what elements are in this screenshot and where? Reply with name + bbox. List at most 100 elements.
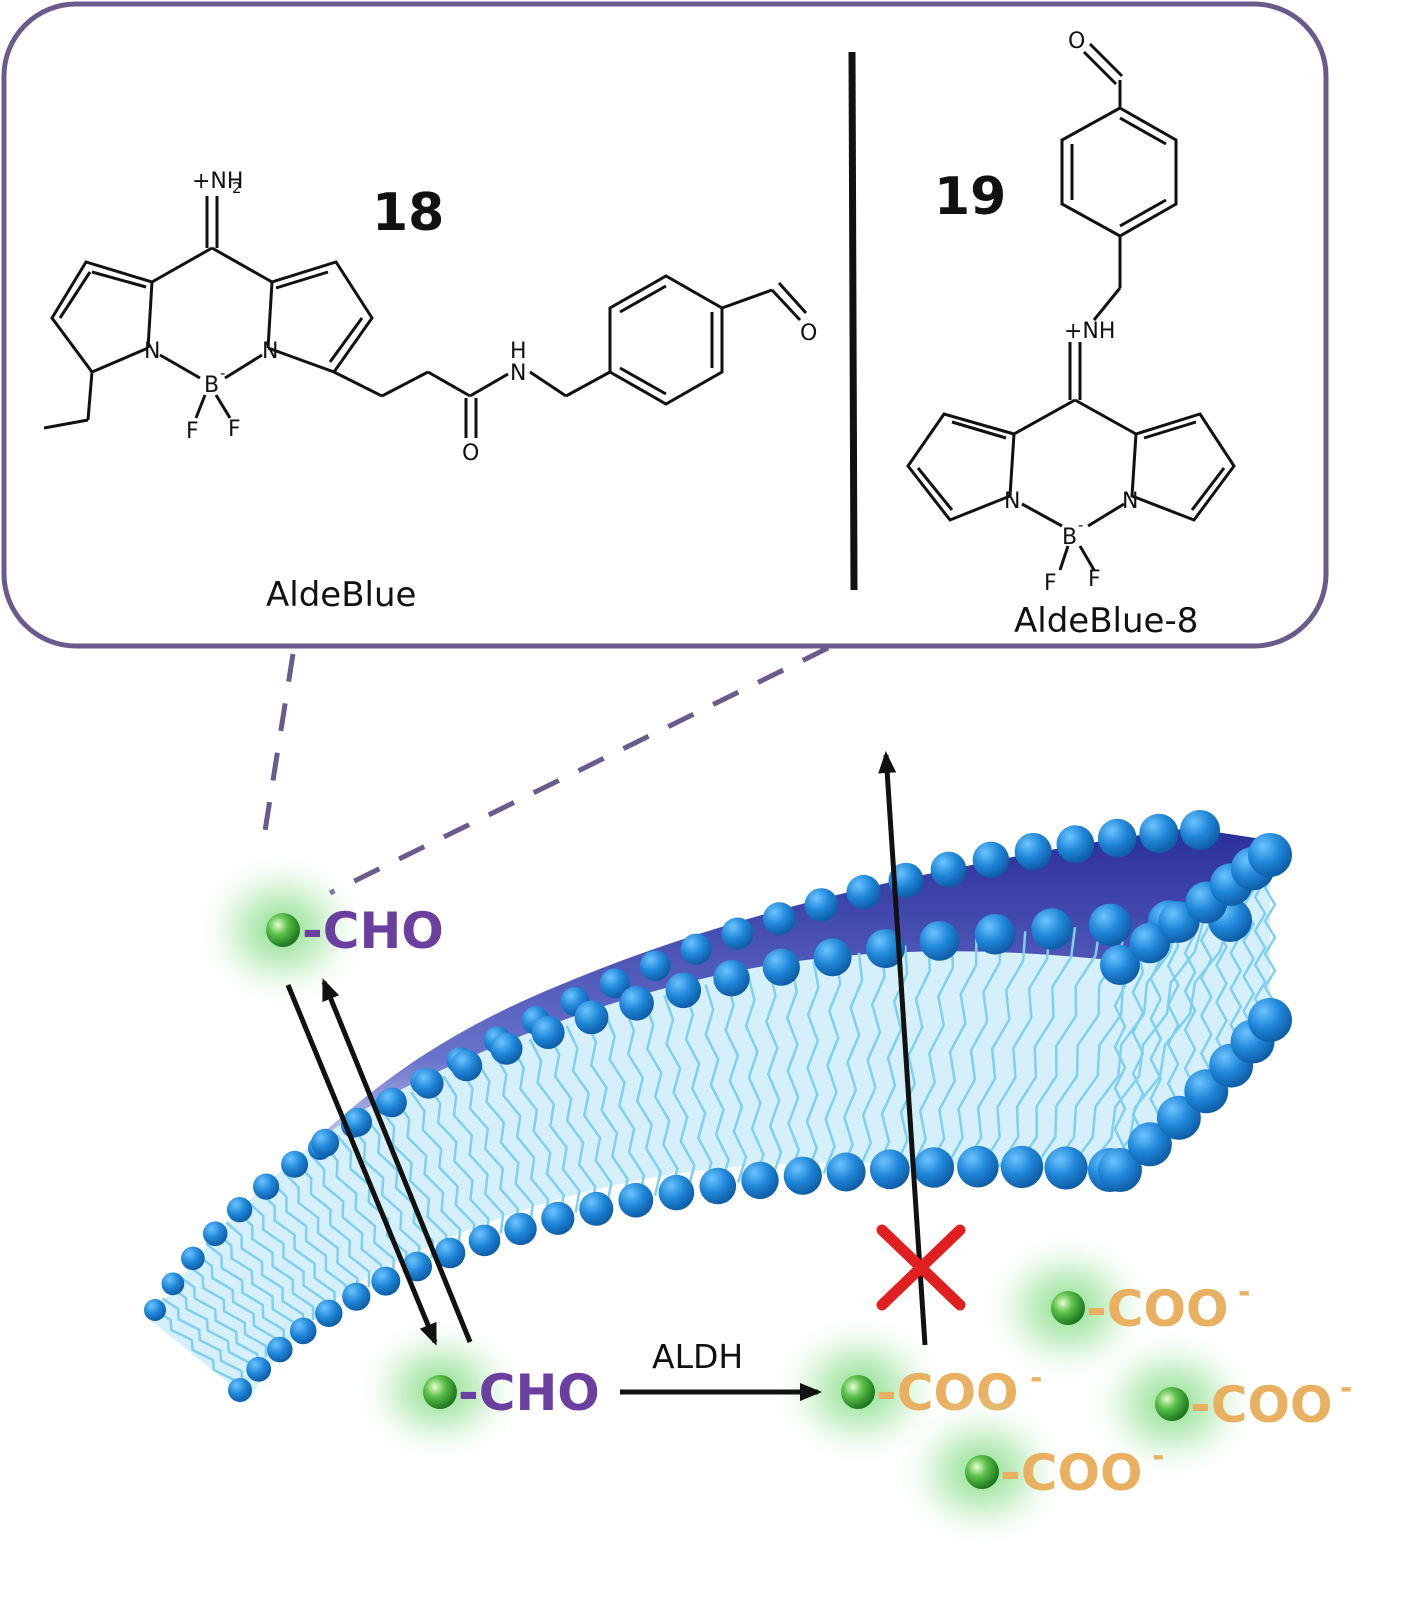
- lipid-head: [1044, 1146, 1088, 1190]
- lipid-head: [762, 948, 800, 986]
- lipid-head: [913, 1147, 955, 1188]
- lipid-tail: [225, 1221, 305, 1328]
- lipid-head: [450, 1049, 483, 1082]
- atom-n: N: [144, 339, 160, 364]
- lipid-tail: [205, 1242, 286, 1343]
- membrane-core: [150, 860, 1270, 1400]
- lipid-head: [468, 1224, 501, 1257]
- lipid-head: [974, 914, 1016, 955]
- lipid-head: [1100, 945, 1140, 985]
- lipid-tail: [394, 1099, 462, 1248]
- lipid-head: [342, 1282, 371, 1311]
- zoom-connectors: [259, 645, 830, 896]
- lipid-head: [826, 1152, 866, 1192]
- lipid-head: [1139, 813, 1179, 854]
- lipid-tail: [962, 931, 1027, 1168]
- lipid-tail: [258, 1190, 336, 1307]
- atom-nh: +NH: [1064, 319, 1115, 344]
- lipid-tail: [1068, 921, 1179, 1170]
- lipid-tail: [805, 960, 820, 1176]
- atom-o: O: [462, 441, 479, 466]
- efflux-arrow: [321, 978, 473, 1343]
- lipid-head: [246, 1356, 272, 1382]
- lipid-head: [665, 972, 702, 1009]
- lipid-tail: [980, 928, 1052, 1168]
- compound-name-aldeblue-8: AldeBlue-8: [1014, 601, 1198, 641]
- atom-n: N: [262, 339, 278, 364]
- lipid-head: [813, 938, 852, 977]
- lipid-tail: [1131, 951, 1145, 1156]
- lipid-head: [1180, 810, 1220, 850]
- atom-b: B: [1062, 525, 1077, 550]
- lipid-head: [919, 921, 960, 961]
- lipid-head: [618, 1182, 654, 1218]
- lipid-tail: [909, 939, 955, 1169]
- atom-f: F: [186, 419, 199, 444]
- transport-arrows: ALDH: [285, 751, 928, 1401]
- product-bead-icon: [1155, 1387, 1189, 1421]
- lipid-tail: [892, 942, 932, 1170]
- lipid-tail: [704, 984, 730, 1186]
- lipid-head: [531, 1016, 565, 1049]
- lipid-tail: [623, 1006, 662, 1196]
- blocked-efflux-arrow: [878, 751, 928, 1346]
- lipid-tail: [1149, 938, 1163, 1140]
- lipid-head: [226, 1197, 253, 1223]
- atom-b-charge: -: [1078, 516, 1083, 534]
- lipid-tail: [410, 1091, 476, 1243]
- lipid-tail: [335, 1134, 408, 1270]
- lipid-tail: [1113, 964, 1127, 1171]
- coo-charge: -: [1152, 1439, 1164, 1474]
- lipid-tail: [1183, 913, 1197, 1108]
- lipid-tail: [528, 1038, 581, 1213]
- probe-bead-icon: [266, 913, 300, 947]
- lipid-tail: [724, 979, 748, 1183]
- lipid-head: [228, 1378, 252, 1402]
- lipid-tail: [546, 1031, 597, 1210]
- panel-divider: [848, 51, 858, 591]
- lipid-head: [315, 1299, 343, 1328]
- lipid-head: [579, 1191, 614, 1226]
- lipid-head: [1031, 908, 1073, 950]
- atom-nh2-sub: 2: [232, 179, 242, 197]
- lipid-tail: [839, 952, 864, 1173]
- lipid-tail: [308, 1152, 383, 1282]
- lipid-tail: [822, 956, 842, 1174]
- probe-inside: -CHO: [352, 1315, 600, 1465]
- lipid-head: [699, 1167, 737, 1205]
- lipid-tail: [927, 936, 978, 1169]
- lipid-tails: [154, 854, 1277, 1391]
- lipid-head: [762, 902, 796, 936]
- lipid-tail: [744, 974, 765, 1181]
- lipid-tail: [379, 1108, 448, 1254]
- lipid-tail: [475, 1060, 535, 1225]
- lipid-head: [253, 1173, 280, 1200]
- cho-label-outside: -CHO: [302, 902, 444, 960]
- lipid-tail: [785, 964, 801, 1178]
- lipid-tail: [186, 1264, 268, 1358]
- structure-aldeblue: [43, 196, 808, 438]
- lipid-head: [804, 888, 838, 922]
- lipid-head: [371, 1266, 401, 1296]
- lipid-tail: [247, 1200, 326, 1314]
- lipid-tail: [236, 1211, 315, 1321]
- lipid-tail: [998, 926, 1077, 1168]
- lipid-tail: [270, 1181, 348, 1300]
- lipid-heads: [144, 810, 1292, 1402]
- lipid-head: [972, 841, 1010, 878]
- lipid-head: [504, 1212, 537, 1246]
- lipid-tail: [1104, 919, 1232, 1171]
- lipid-head: [846, 874, 881, 910]
- compound-number-18: 18: [372, 183, 444, 243]
- structure-aldeblue-8: [906, 42, 1236, 571]
- lipid-head: [783, 1156, 822, 1195]
- atom-o: O: [1068, 29, 1085, 54]
- lipid-tail: [603, 1012, 646, 1199]
- lipid-tail: [643, 1000, 679, 1193]
- lipid-tail: [1199, 902, 1213, 1092]
- lipid-tail: [857, 948, 886, 1172]
- compound-name-aldeblue: AldeBlue: [266, 575, 416, 615]
- lipid-tail: [283, 1171, 359, 1294]
- lipid-head: [144, 1299, 166, 1321]
